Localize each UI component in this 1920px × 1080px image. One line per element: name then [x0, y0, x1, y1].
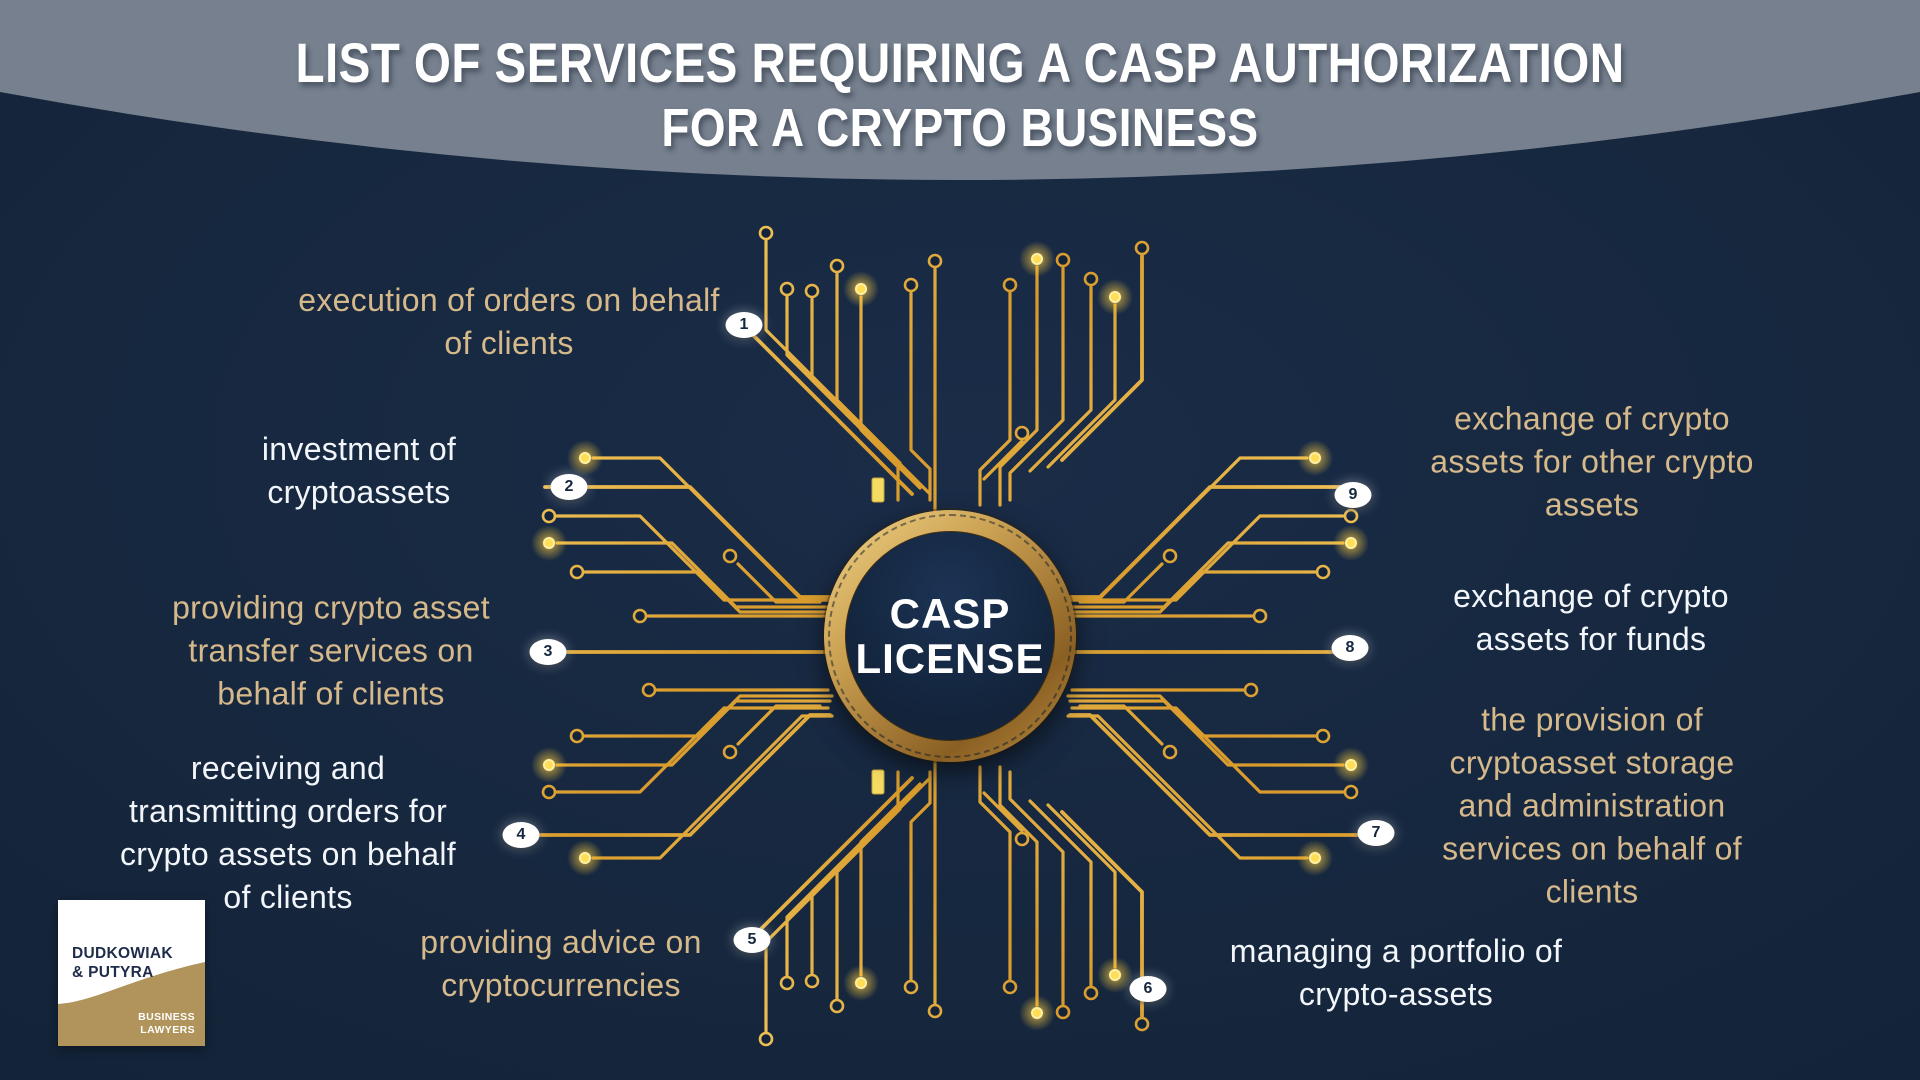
logo-firm-line-2: & PUTYRA [72, 964, 154, 981]
service-number-badge-7: 7 [1357, 820, 1395, 846]
service-label-3: providing crypto asset transfer services… [172, 589, 490, 712]
service-label-5: providing advice on cryptocurrencies [420, 924, 702, 1003]
logo-tagline-line-2: LAWYERS [140, 1024, 195, 1036]
emblem-inner-circle: CASP LICENSE [845, 531, 1055, 741]
service-label-1: execution of orders on behalf of clients [298, 282, 720, 361]
service-number-badge-9: 9 [1334, 482, 1372, 508]
logo-tagline: BUSINESS LAWYERS [138, 1011, 195, 1037]
bottom-circuit-fan [750, 760, 1150, 1047]
logo-gold-wave [58, 962, 205, 1046]
emblem-text-line-1: CASP [889, 590, 1011, 637]
service-label-2: investment of cryptoassets [261, 431, 457, 510]
right-circuit-fan [1066, 438, 1379, 878]
page-title: LIST OF SERVICES REQUIRING A CASP AUTHOR… [0, 30, 1920, 160]
logo-firm-line-1: DUDKOWIAK [72, 945, 173, 962]
logo-firm-name: DUDKOWIAK & PUTYRA [72, 944, 173, 982]
service-number-badge-6: 6 [1129, 976, 1167, 1002]
service-label-8: exchange of crypto assets for funds [1453, 578, 1729, 657]
service-label-6: managing a portfolio of crypto-assets [1229, 933, 1563, 1012]
service-label-9: exchange of crypto assets for other cryp… [1430, 400, 1754, 523]
emblem-text-line-2: LICENSE [855, 635, 1045, 682]
company-logo: DUDKOWIAK & PUTYRA BUSINESS LAWYERS [58, 900, 205, 1046]
service-number-badge-1: 1 [725, 312, 763, 338]
title-line-1: LIST OF SERVICES REQUIRING A CASP AUTHOR… [295, 31, 1625, 94]
header-band [0, 0, 1920, 180]
logo-tagline-line-1: BUSINESS [138, 1011, 195, 1023]
service-number-badge-3: 3 [529, 639, 567, 665]
service-number-badge-4: 4 [502, 822, 540, 848]
service-number-badge-5: 5 [733, 927, 771, 953]
casp-license-emblem: CASP LICENSE [824, 510, 1076, 762]
service-number-badge-8: 8 [1331, 635, 1369, 661]
emblem-dashed-ring [828, 514, 1072, 758]
service-label-4: receiving and transmitting orders for cr… [120, 750, 456, 915]
service-number-badge-2: 2 [550, 474, 588, 500]
service-label-7: the provision of cryptoasset storage and… [1442, 701, 1742, 910]
title-line-2: FOR A CRYPTO BUSINESS [661, 98, 1259, 158]
